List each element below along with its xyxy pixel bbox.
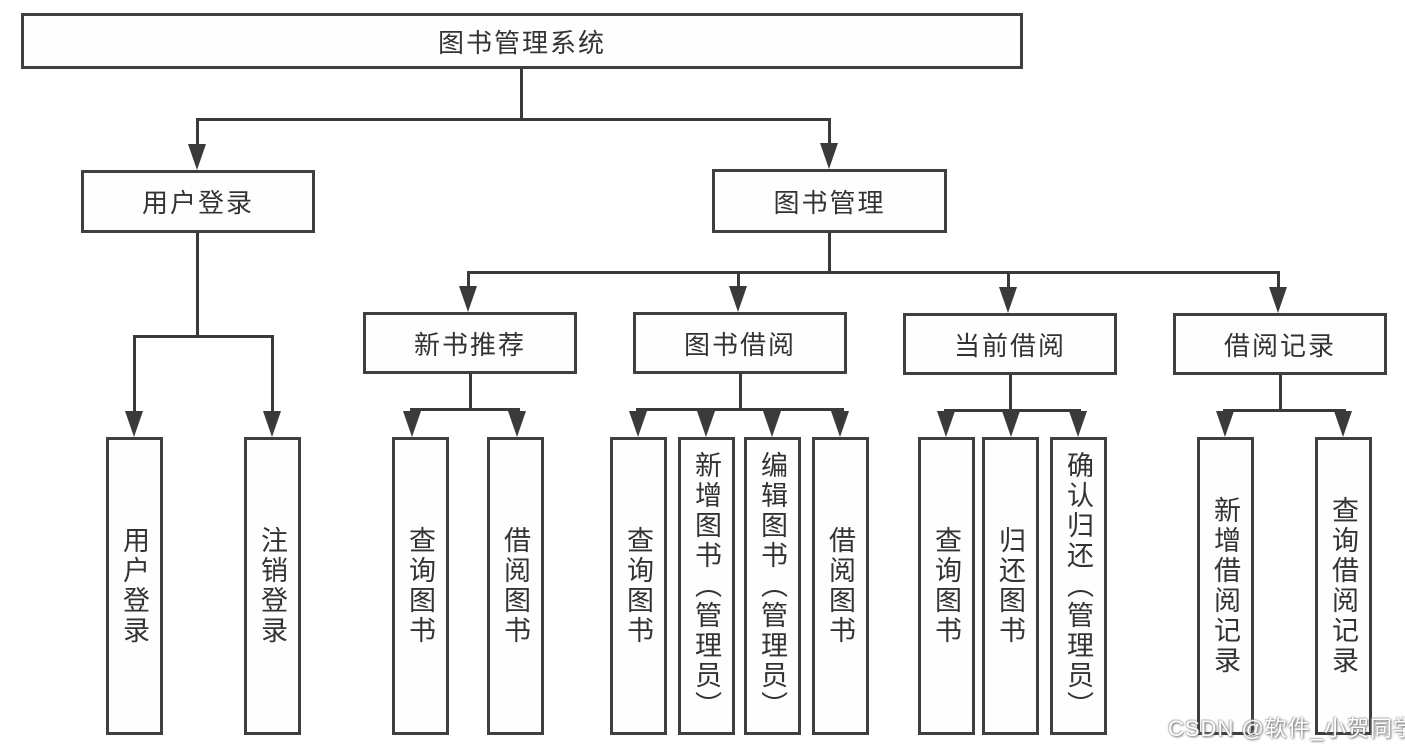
connector — [1223, 409, 1346, 412]
connector — [196, 118, 199, 150]
arrowhead — [820, 143, 838, 169]
connector — [737, 271, 740, 291]
arrowhead — [729, 286, 747, 312]
leaf-nb-borrow-books: 借阅图书 — [487, 437, 544, 735]
arrowhead — [937, 411, 955, 437]
arrowhead — [1334, 411, 1352, 437]
arrowhead — [763, 411, 781, 437]
node-new-book-recommend: 新书推荐 — [363, 312, 577, 374]
connector — [133, 335, 274, 338]
arrowhead — [403, 411, 421, 437]
leaf-bb-borrow-books: 借阅图书 — [812, 437, 869, 735]
connector — [1279, 375, 1282, 412]
connector — [469, 374, 472, 411]
connector — [196, 118, 831, 121]
connector — [1277, 271, 1280, 291]
arrowhead — [188, 144, 206, 170]
arrowhead — [1069, 411, 1087, 437]
node-user-login: 用户登录 — [81, 170, 315, 233]
arrowhead — [459, 286, 477, 312]
connector — [133, 335, 136, 415]
node-current-borrowing: 当前借阅 — [903, 313, 1117, 375]
watermark: CSDN @软件_小贺同学 — [1168, 716, 1405, 741]
connector — [828, 118, 831, 150]
arrowhead — [831, 411, 849, 437]
leaf-cb-query-books: 查询图书 — [918, 437, 975, 735]
leaf-nb-query-books: 查询图书 — [392, 437, 449, 735]
leaf-bb-add-books-admin: 新增图书（管理员） — [678, 437, 735, 735]
connector — [520, 69, 523, 121]
connector — [467, 271, 1280, 274]
node-borrow-records: 借阅记录 — [1173, 313, 1387, 375]
leaf-br-add-record: 新增借阅记录 — [1197, 437, 1254, 735]
connector — [196, 233, 199, 338]
connector — [636, 408, 844, 411]
connector — [739, 374, 742, 411]
connector — [944, 409, 1081, 412]
node-book-borrowing: 图书借阅 — [633, 312, 847, 374]
arrowhead — [1216, 411, 1234, 437]
connector — [828, 233, 831, 274]
arrowhead — [508, 411, 526, 437]
leaf-cb-confirm-return-admin: 确认归还（管理员） — [1050, 437, 1107, 735]
leaf-bb-edit-books-admin: 编辑图书（管理员） — [744, 437, 801, 735]
node-book-management: 图书管理 — [712, 169, 947, 233]
arrowhead — [125, 411, 143, 437]
leaf-logout: 注销登录 — [244, 437, 301, 735]
connector — [467, 271, 470, 291]
connector — [1009, 375, 1012, 412]
leaf-cb-return-books: 归还图书 — [982, 437, 1039, 735]
node-library-system: 图书管理系统 — [21, 13, 1023, 69]
leaf-user-login: 用户登录 — [106, 437, 163, 735]
leaf-br-query-record: 查询借阅记录 — [1315, 437, 1372, 735]
leaf-bb-query-books: 查询图书 — [610, 437, 667, 735]
arrowhead — [1269, 287, 1287, 313]
arrowhead — [697, 411, 715, 437]
arrowhead — [999, 287, 1017, 313]
connector — [1007, 271, 1010, 291]
arrowhead — [629, 411, 647, 437]
connector — [410, 408, 520, 411]
connector — [271, 335, 274, 415]
arrowhead — [1002, 411, 1020, 437]
arrowhead — [263, 411, 281, 437]
